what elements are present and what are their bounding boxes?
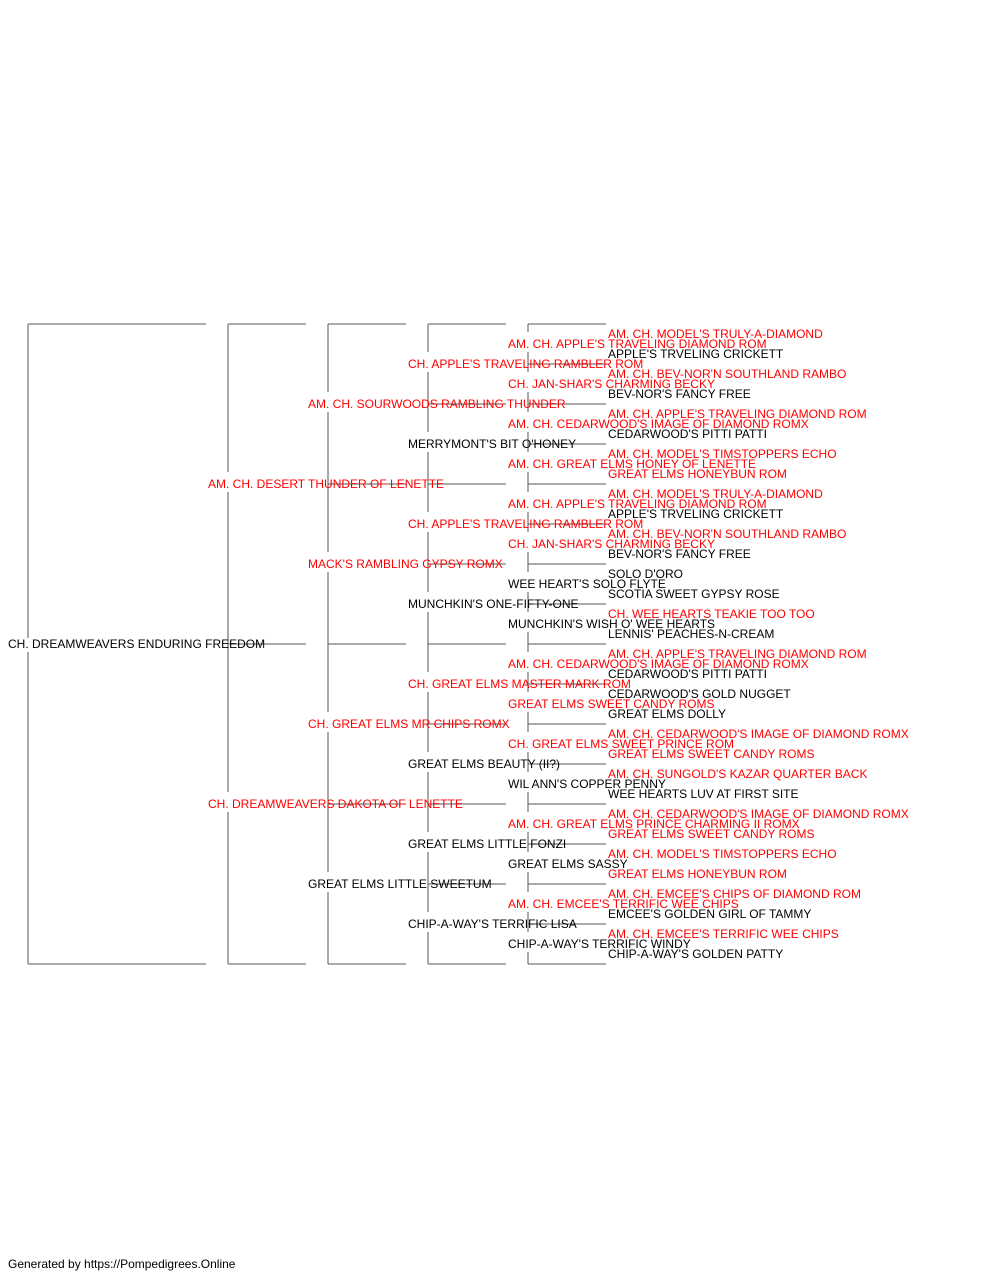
ancestor-name-gen5: GREAT ELMS SWEET CANDY ROMS <box>608 827 814 841</box>
ancestor-name-gen4: CH. GREAT ELMS SWEET PRINCE ROM <box>508 737 734 751</box>
ancestor-name-gen4: AM. CH. APPLE'S TRAVELING DIAMOND ROM <box>508 497 767 511</box>
ancestor-name-gen5: AM. CH. APPLE'S TRAVELING DIAMOND ROM <box>608 647 867 661</box>
ancestor-name-gen5: BEV-NOR'S FANCY FREE <box>608 547 751 561</box>
ancestor-name-gen3: CH. GREAT ELMS MASTER MARK ROM <box>408 677 631 691</box>
ancestor-name-gen5: AM. CH. BEV-NOR'N SOUTHLAND RAMBO <box>608 367 846 381</box>
ancestor-name-gen4: AM. CH. CEDARWOOD'S IMAGE OF DIAMOND ROM… <box>508 657 809 671</box>
ancestor-name-gen5: EMCEE'S GOLDEN GIRL OF TAMMY <box>608 907 811 921</box>
ancestor-name-gen2: CH. GREAT ELMS MR CHIPS ROMX <box>308 717 510 731</box>
ancestor-name-gen4: GREAT ELMS SWEET CANDY ROMS <box>508 697 714 711</box>
ancestor-name-gen5: GREAT ELMS HONEYBUN ROM <box>608 467 787 481</box>
ancestor-name-gen5: GREAT ELMS HONEYBUN ROM <box>608 867 787 881</box>
ancestor-name-gen4: CHIP-A-WAY'S TERRIFIC WINDY <box>508 937 691 951</box>
ancestor-name-gen2: AM. CH. SOURWOODS RAMBLING THUNDER <box>308 397 566 411</box>
ancestor-name-gen5: AM. CH. SUNGOLD'S KAZAR QUARTER BACK <box>608 767 867 781</box>
ancestor-name-gen4: AM. CH. CEDARWOOD'S IMAGE OF DIAMOND ROM… <box>508 417 809 431</box>
ancestor-name-gen5: APPLE'S TRVELING CRICKETT <box>608 347 784 361</box>
subject-dog-name: CH. DREAMWEAVERS ENDURING FREEDOM <box>8 637 265 651</box>
ancestor-name-gen3: CHIP-A-WAY'S TERRIFIC LISA <box>408 917 577 931</box>
ancestor-name-gen5: APPLE'S TRVELING CRICKETT <box>608 507 784 521</box>
ancestor-name-gen5: GREAT ELMS DOLLY <box>608 707 726 721</box>
ancestor-name-gen3: GREAT ELMS LITTLE FONZI <box>408 837 566 851</box>
ancestor-name-gen5: AM. CH. MODEL'S TRULY-A-DIAMOND <box>608 487 823 501</box>
ancestor-name-gen1: AM. CH. DESERT THUNDER OF LENETTE <box>208 477 444 491</box>
ancestor-name-gen4: WIL ANN'S COPPER PENNY <box>508 777 666 791</box>
ancestor-name-gen5: AM. CH. APPLE'S TRAVELING DIAMOND ROM <box>608 407 867 421</box>
ancestor-name-gen3: CH. APPLE'S TRAVELING RAMBLER ROM <box>408 517 643 531</box>
ancestor-name-gen4: CH. JAN-SHAR'S CHARMING BECKY <box>508 537 715 551</box>
ancestor-name-gen3: CH. APPLE'S TRAVELING RAMBLER ROM <box>408 357 643 371</box>
ancestor-name-gen5: AM. CH. EMCEE'S CHIPS OF DIAMOND ROM <box>608 887 861 901</box>
ancestor-name-gen2: GREAT ELMS LITTLE SWEETUM <box>308 877 492 891</box>
ancestor-name-gen5: SOLO D'ORO <box>608 567 683 581</box>
ancestor-name-gen4: AM. CH. GREAT ELMS PRINCE CHARMING II RO… <box>508 817 800 831</box>
ancestor-name-gen4: CH. JAN-SHAR'S CHARMING BECKY <box>508 377 715 391</box>
ancestor-name-gen5: SCOTIA SWEET GYPSY ROSE <box>608 587 780 601</box>
ancestor-name-gen5: CH. WEE HEARTS TEAKIE TOO TOO <box>608 607 815 621</box>
ancestor-name-gen5: LENNIS' PEACHES-N-CREAM <box>608 627 774 641</box>
ancestor-name-gen4: AM. CH. EMCEE'S TERRIFIC WEE CHIPS <box>508 897 739 911</box>
ancestor-name-gen4: AM. CH. APPLE'S TRAVELING DIAMOND ROM <box>508 337 767 351</box>
ancestor-name-gen5: AM. CH. MODEL'S TRULY-A-DIAMOND <box>608 327 823 341</box>
ancestor-name-gen5: AM. CH. MODEL'S TIMSTOPPERS ECHO <box>608 447 837 461</box>
ancestor-name-gen5: CEDARWOOD'S GOLD NUGGET <box>608 687 791 701</box>
ancestor-name-gen5: CEDARWOOD'S PITTI PATTI <box>608 427 767 441</box>
ancestor-name-gen5: GREAT ELMS SWEET CANDY ROMS <box>608 747 814 761</box>
ancestor-name-gen4: GREAT ELMS SASSY <box>508 857 628 871</box>
ancestor-name-gen5: AM. CH. BEV-NOR'N SOUTHLAND RAMBO <box>608 527 846 541</box>
ancestor-name-gen5: AM. CH. CEDARWOOD'S IMAGE OF DIAMOND ROM… <box>608 727 909 741</box>
ancestor-name-gen2: MACK'S RAMBLING GYPSY ROMX <box>308 557 503 571</box>
ancestor-name-gen5: AM. CH. MODEL'S TIMSTOPPERS ECHO <box>608 847 837 861</box>
ancestor-name-gen4: MUNCHKIN'S WISH O' WEE HEARTS <box>508 617 715 631</box>
ancestor-name-gen5: AM. CH. CEDARWOOD'S IMAGE OF DIAMOND ROM… <box>608 807 909 821</box>
ancestor-name-gen5: CHIP-A-WAY'S GOLDEN PATTY <box>608 947 783 961</box>
ancestor-name-gen5: WEE HEARTS LUV AT FIRST SITE <box>608 787 799 801</box>
ancestor-name-gen3: MUNCHKIN'S ONE-FIFTY-ONE <box>408 597 579 611</box>
ancestor-name-gen3: MERRYMONT'S BIT O'HONEY <box>408 437 576 451</box>
ancestor-name-gen5: CEDARWOOD'S PITTI PATTI <box>608 667 767 681</box>
generated-by-footer: Generated by https://Pompedigrees.Online <box>8 1257 236 1271</box>
ancestor-name-gen3: GREAT ELMS BEAUTY (II?) <box>408 757 560 771</box>
ancestor-name-gen5: AM. CH. EMCEE'S TERRIFIC WEE CHIPS <box>608 927 839 941</box>
ancestor-name-gen4: AM. CH. GREAT ELMS HONEY OF LENETTE <box>508 457 756 471</box>
ancestor-name-gen1: CH. DREAMWEAVERS DAKOTA OF LENETTE <box>208 797 463 811</box>
ancestor-name-gen4: WEE HEART'S SOLO FLYTE <box>508 577 666 591</box>
ancestor-name-gen5: BEV-NOR'S FANCY FREE <box>608 387 751 401</box>
